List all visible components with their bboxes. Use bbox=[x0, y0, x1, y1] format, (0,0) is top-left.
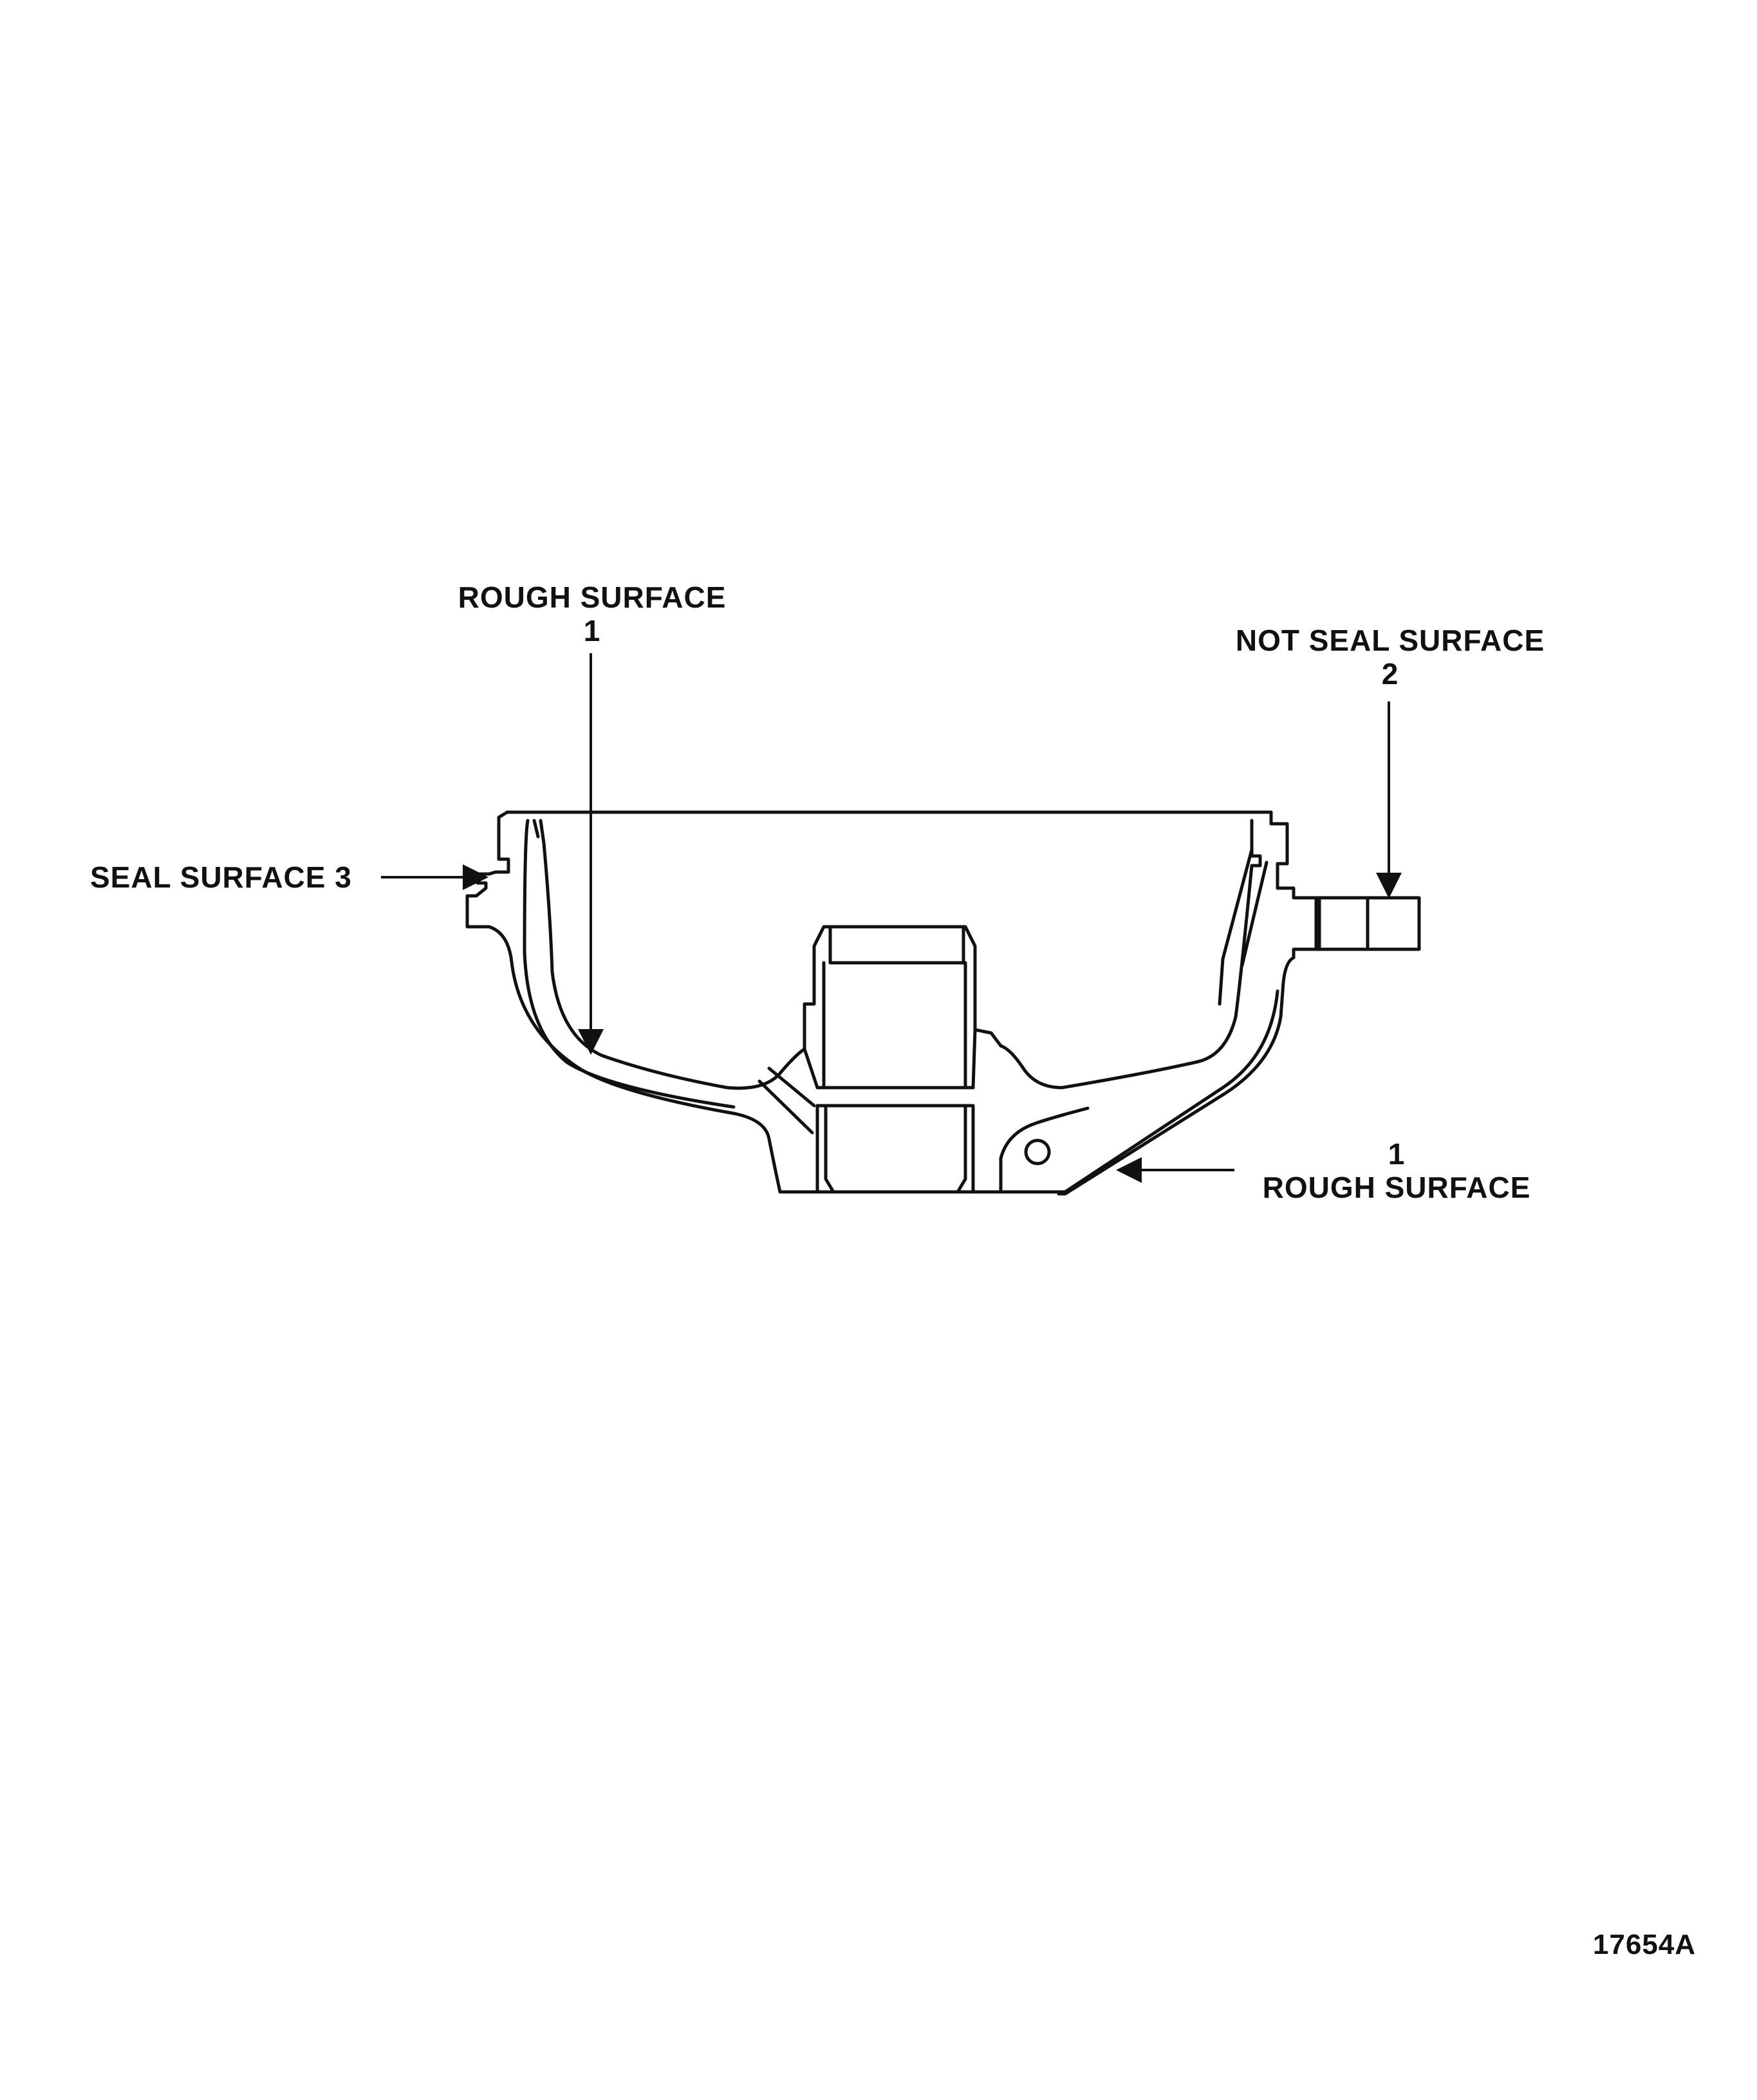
central-boss-outline bbox=[803, 925, 1003, 1051]
inner-bowl-outline bbox=[539, 819, 806, 1090]
central-boss-lower-inner-left bbox=[824, 1104, 835, 1194]
figure-id: 17654A bbox=[1593, 1929, 1697, 1960]
right-inner-tube-2 bbox=[1240, 860, 1269, 967]
label-rough-surface-bottom-text: ROUGH SURFACE bbox=[1262, 1171, 1531, 1204]
label-not-seal-surface: NOT SEAL SURFACE 2 bbox=[1220, 626, 1561, 689]
label-rough-surface-top: ROUGH SURFACE 1 bbox=[444, 582, 740, 646]
right-inner-tube bbox=[1218, 848, 1254, 1006]
lug-hole bbox=[1024, 1138, 1051, 1166]
label-rough-surface-bottom: 1 ROUGH SURFACE bbox=[1249, 1139, 1545, 1202]
left-inner-ledge bbox=[532, 819, 540, 839]
label-seal-surface: SEAL SURFACE 3 bbox=[90, 860, 352, 894]
central-boss-chamfer-left bbox=[803, 1047, 819, 1090]
left-gusset-2 bbox=[758, 1079, 814, 1135]
casting-left-outline bbox=[465, 810, 813, 1194]
casting-bottom-right-edge bbox=[1002, 989, 1279, 1194]
inner-bowl-left-wall bbox=[523, 819, 736, 1109]
central-boss-chamfer-right bbox=[971, 1028, 977, 1090]
label-rough-surface-bottom-number: 1 bbox=[1388, 1137, 1406, 1171]
label-not-seal-surface-text: NOT SEAL SURFACE bbox=[1235, 624, 1545, 657]
left-gusset bbox=[767, 1066, 816, 1108]
inner-bowl-right-wall bbox=[999, 819, 1262, 1090]
label-rough-surface-top-text: ROUGH SURFACE bbox=[458, 581, 727, 614]
right-lug bbox=[999, 1106, 1090, 1194]
central-boss-lower-inner-right bbox=[956, 1104, 967, 1194]
label-not-seal-surface-number: 2 bbox=[1381, 657, 1399, 691]
part-outline bbox=[465, 810, 1421, 1196]
label-rough-surface-top-number: 1 bbox=[583, 614, 601, 647]
central-boss-inner-top bbox=[828, 925, 965, 965]
leader-arrows bbox=[381, 653, 1402, 1183]
casting-outer-outline bbox=[505, 810, 1318, 1196]
